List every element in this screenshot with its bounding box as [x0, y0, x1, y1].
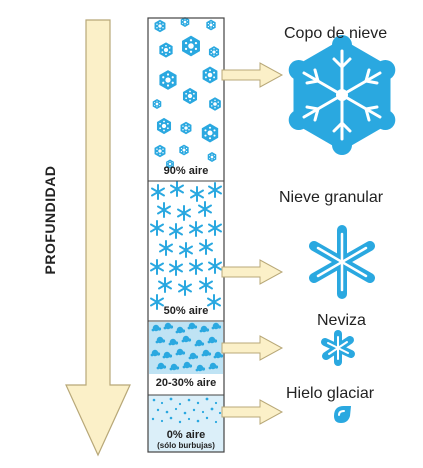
layer-3-crystals [149, 322, 224, 374]
firn-icon [321, 330, 355, 366]
arrow-to-firn [221, 335, 283, 361]
layer-3-label: 20-30% aire [155, 377, 217, 389]
layer-2-label: 50% aire [163, 305, 209, 317]
depth-axis-label: PROFUNDIDAD [42, 165, 58, 275]
arrow-to-granular-snow [221, 259, 283, 285]
stage-label-firn: Neviza [317, 312, 366, 329]
granular-snow-icon [309, 225, 375, 299]
glacier-ice-icon [334, 406, 351, 423]
layer-4-label: 0% aire [166, 429, 206, 441]
layer-4-crystals [151, 397, 222, 424]
stage-label-granular-snow: Nieve granular [279, 189, 384, 206]
stage-label-glacier-ice: Hielo glaciar [286, 385, 375, 402]
layer-4-sublabel: (sólo burbujas) [157, 441, 215, 450]
stage-label-snowflake: Copo de nieve [284, 25, 388, 42]
snowflake-icon [288, 35, 396, 155]
layer-1-label: 90% aire [163, 165, 209, 177]
arrow-to-glacier-ice [221, 399, 283, 425]
depth-arrow [65, 19, 131, 457]
layer-column [147, 17, 225, 453]
arrow-to-snowflake [221, 62, 283, 88]
